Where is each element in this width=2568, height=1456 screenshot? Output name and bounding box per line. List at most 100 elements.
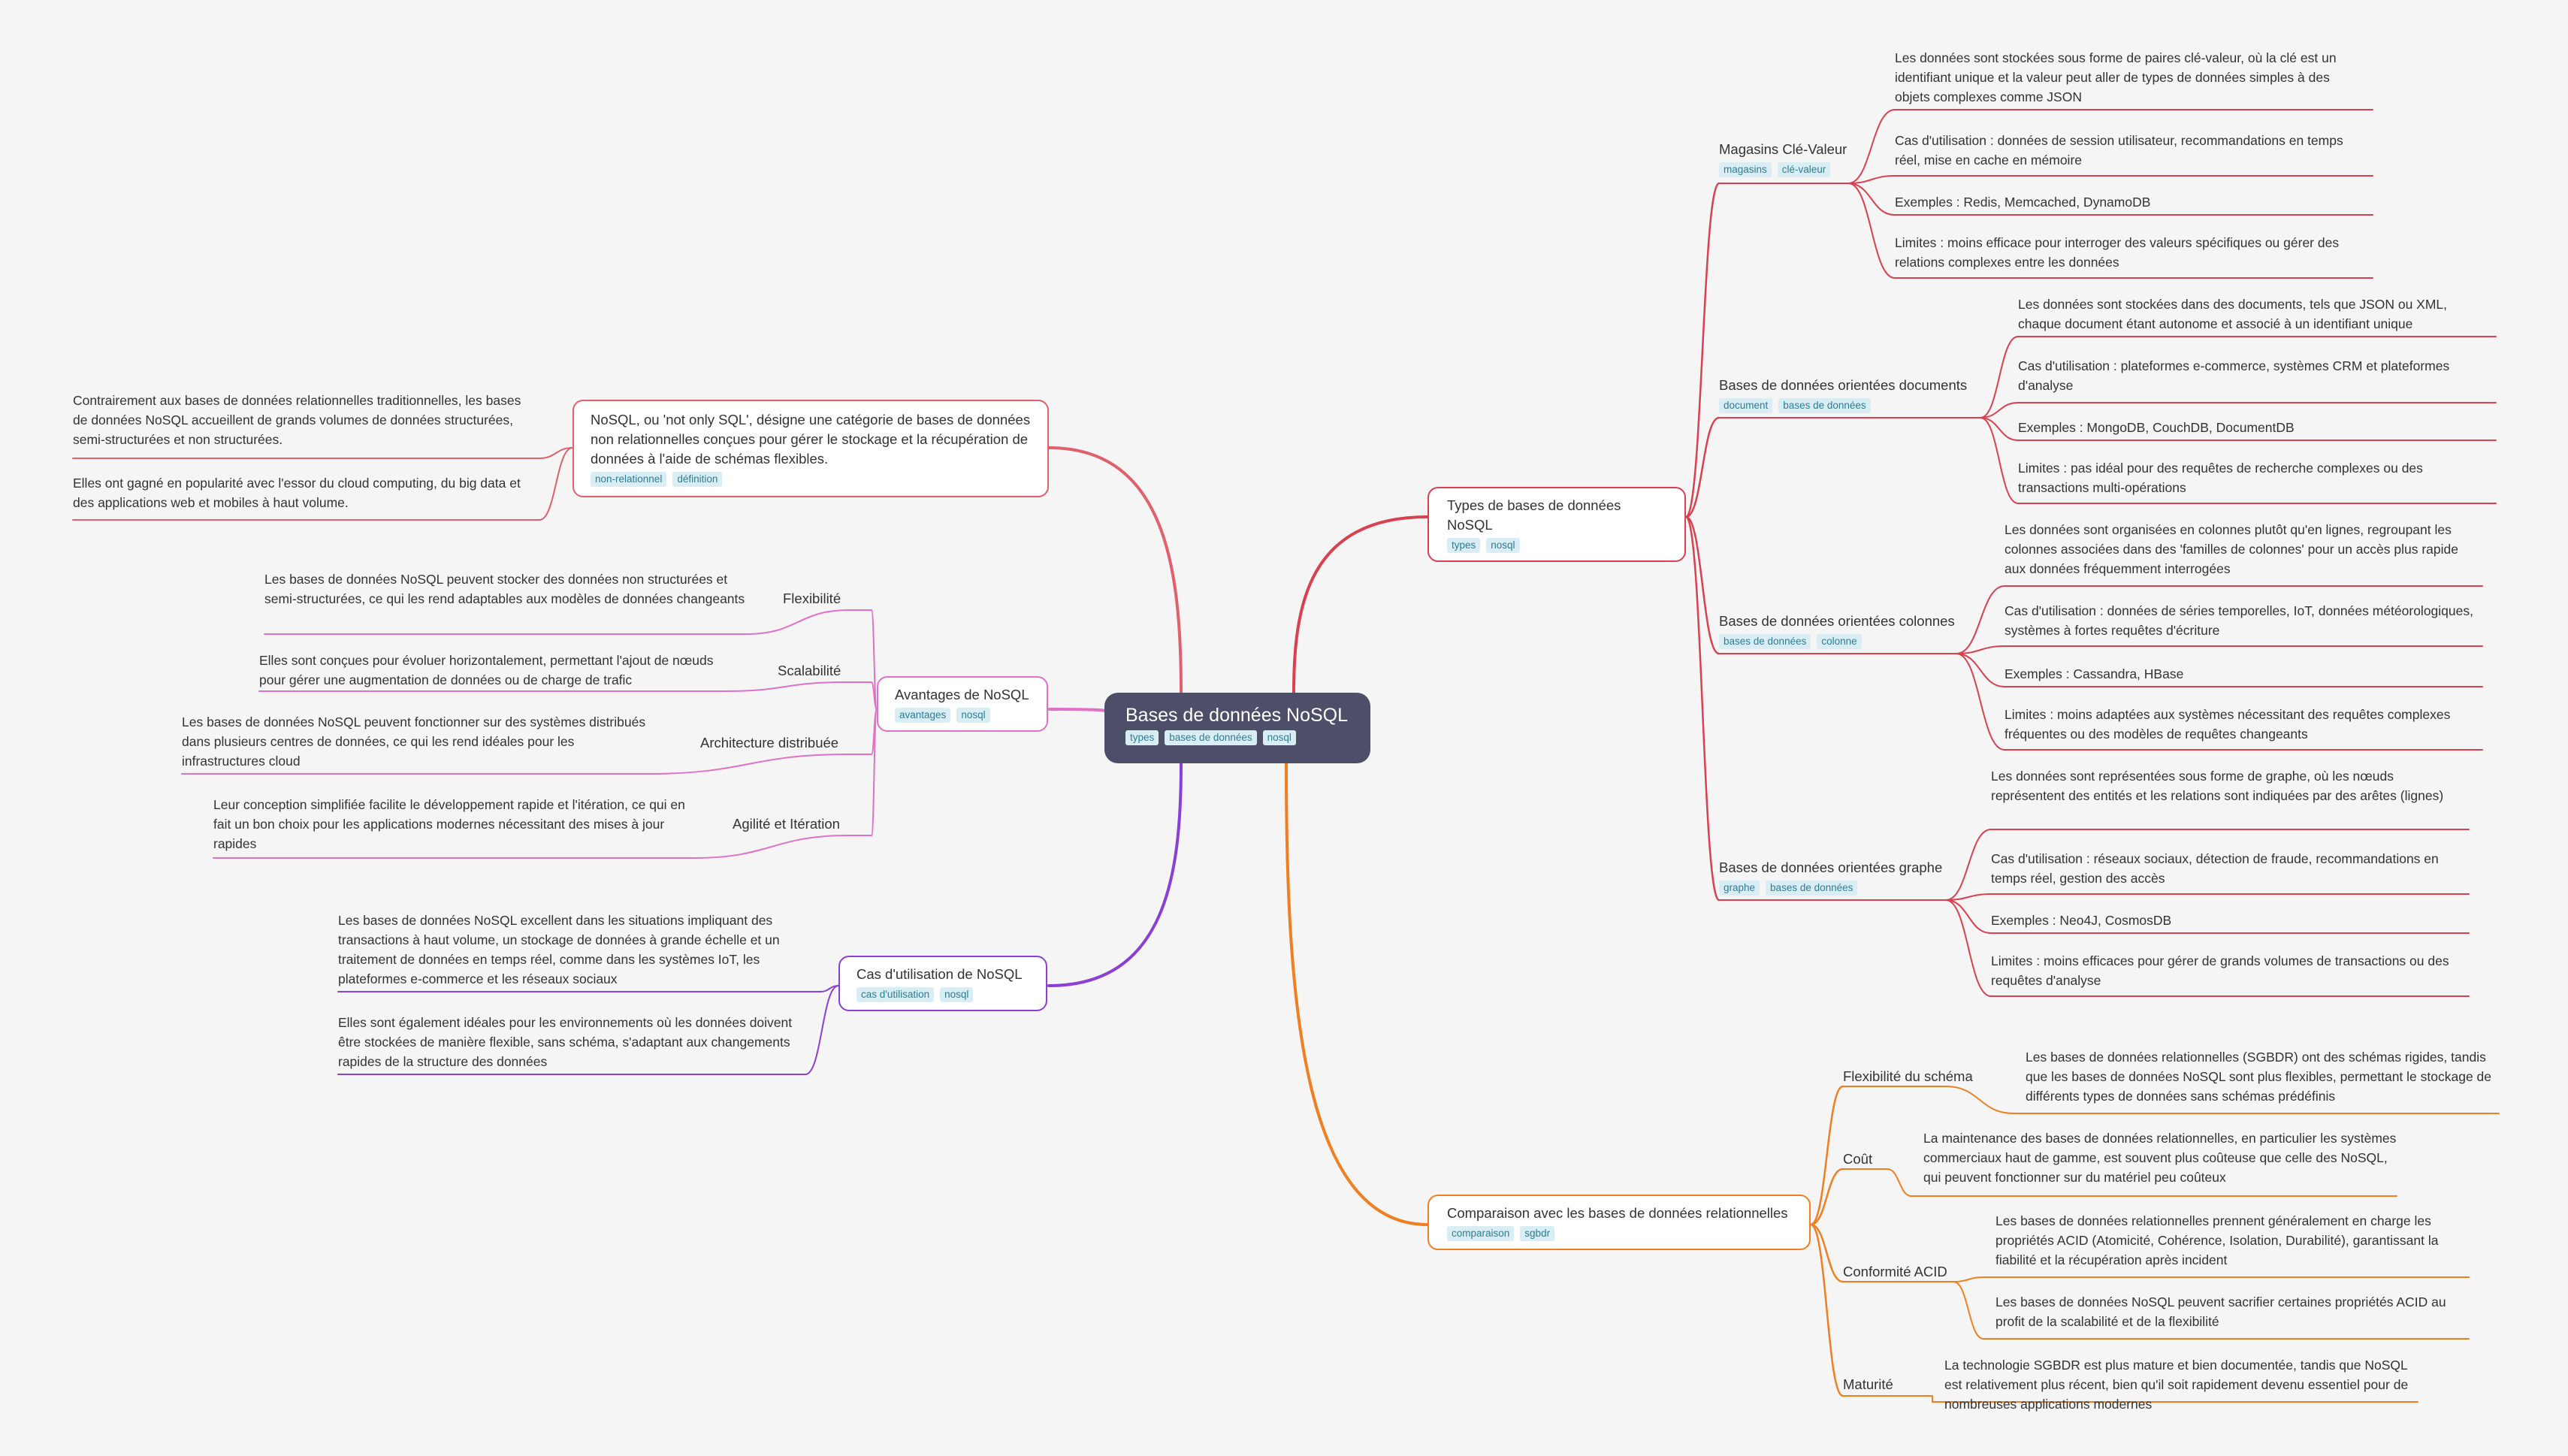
types-topic[interactable]: Types de bases de données NoSQL types no… xyxy=(1428,487,1686,562)
group-title: Bases de données orientées graphe xyxy=(1719,859,1943,875)
comp-leaf-2-1-link xyxy=(1953,1281,1984,1340)
avantage-label-architecture[interactable]: Architecture distribuée xyxy=(700,735,839,751)
doc-leaf-2[interactable]: Cas d'utilisation : plateformes e-commer… xyxy=(2018,358,2450,393)
comp-label-maturite[interactable]: Maturité xyxy=(1843,1376,1893,1392)
root-tags: types bases de données nosql xyxy=(1125,730,1349,745)
intro-topic[interactable]: NoSQL, ou 'not only SQL', désigne une ca… xyxy=(573,400,1049,497)
cas-topic[interactable]: Cas d'utilisation de NoSQL cas d'utilisa… xyxy=(838,956,1047,1011)
comparaison-title: Comparaison avec les bases de données re… xyxy=(1447,1205,1788,1221)
group-label-colonnes[interactable]: Bases de données orientées colonnes base… xyxy=(1719,612,1955,649)
comp-leaf-cout[interactable]: La maintenance des bases de données rela… xyxy=(1923,1131,2397,1185)
tag: avantages xyxy=(895,708,951,723)
intro-tags: non-relationnel définition xyxy=(591,472,1031,487)
graph-leaf-1[interactable]: Les données sont représentées sous forme… xyxy=(1991,769,2444,803)
comp-leaf-maturite[interactable]: La technologie SGBDR est plus mature et … xyxy=(1944,1358,2409,1412)
types-leaf-1-3-link xyxy=(1980,417,2019,504)
avantage-3-link xyxy=(871,708,878,836)
col-leaf-1[interactable]: Les données sont organisées en colonnes … xyxy=(2005,522,2458,576)
tag: colonne xyxy=(1817,634,1862,649)
col-leaf-3[interactable]: Exemples : Cassandra, HBase xyxy=(2005,666,2184,681)
tag: graphe xyxy=(1719,881,1760,896)
avantage-leaf-flexibilite[interactable]: Les bases de données NoSQL peuvent stock… xyxy=(264,572,745,606)
types-title: Types de bases de données NoSQL xyxy=(1447,497,1621,533)
tag: types xyxy=(1125,730,1159,745)
tag: nosql xyxy=(1262,730,1296,745)
tag: types xyxy=(1447,538,1481,553)
kv-leaf-2[interactable]: Cas d'utilisation : données de session u… xyxy=(1895,133,2343,168)
avantage-label-flexibilite[interactable]: Flexibilité xyxy=(783,591,841,606)
graph-leaf-3[interactable]: Exemples : Neo4J, CosmosDB xyxy=(1991,913,2172,928)
comp-leaf-acid-2[interactable]: Les bases de données NoSQL peuvent sacri… xyxy=(1995,1294,2446,1329)
col-leaf-2[interactable]: Cas d'utilisation : données de séries te… xyxy=(2005,603,2473,638)
graph-leaf-4[interactable]: Limites : moins efficaces pour gérer de … xyxy=(1991,953,2449,988)
types-tags: types nosql xyxy=(1447,538,1666,553)
types-leaf-2-0-link xyxy=(1956,585,2005,654)
comp-group-1-link xyxy=(1809,1168,1844,1226)
comp-label-schema[interactable]: Flexibilité du schéma xyxy=(1843,1068,1973,1084)
tag: bases de données xyxy=(1778,398,1871,413)
comp-label-acid[interactable]: Conformité ACID xyxy=(1843,1264,1947,1279)
comp-leaf-acid-1[interactable]: Les bases de données relationnelles pren… xyxy=(1995,1213,2439,1267)
doc-leaf-3[interactable]: Exemples : MongoDB, CouchDB, DocumentDB xyxy=(2018,420,2295,435)
root-topic[interactable]: Bases de données NoSQL types bases de do… xyxy=(1104,693,1370,763)
kv-leaf-1[interactable]: Les données sont stockées sous forme de … xyxy=(1895,50,2337,104)
types-leaf-3-1-link xyxy=(1945,893,1992,901)
intro-text: NoSQL, ou 'not only SQL', désigne une ca… xyxy=(591,412,1031,467)
branch-cas xyxy=(1047,762,1183,987)
col-leaf-4[interactable]: Limites : moins adaptées aux systèmes né… xyxy=(2005,707,2451,742)
intro-leaf-2-link xyxy=(539,447,573,521)
doc-leaf-1[interactable]: Les données sont stockées dans des docum… xyxy=(2018,297,2448,331)
doc-leaf-4[interactable]: Limites : pas idéal pour des requêtes de… xyxy=(2018,461,2423,495)
graph-leaf-2[interactable]: Cas d'utilisation : réseaux sociaux, dét… xyxy=(1991,851,2439,886)
tag: nosql xyxy=(1486,538,1520,553)
avantage-label-agilite[interactable]: Agilité et Itération xyxy=(733,816,840,832)
types-leaf-2-3-link xyxy=(1956,653,2005,751)
types-group-2-link xyxy=(1684,515,1721,655)
types-group-1-link xyxy=(1684,416,1721,518)
comp-leaf-schema[interactable]: Les bases de données relationnelles (SGB… xyxy=(2026,1050,2492,1104)
comparaison-topic[interactable]: Comparaison avec les bases de données re… xyxy=(1428,1195,1811,1250)
intro-leaf-2[interactable]: Elles ont gagné en popularité avec l'ess… xyxy=(73,476,521,510)
avantages-topic[interactable]: Avantages de NoSQL avantages nosql xyxy=(877,676,1048,732)
types-leaf-0-2-link xyxy=(1847,183,1896,216)
cas-leaf-2[interactable]: Elles sont également idéales pour les en… xyxy=(338,1015,793,1069)
branch-avantages xyxy=(1047,708,1106,712)
avantage-leaf-architecture[interactable]: Les bases de données NoSQL peuvent fonct… xyxy=(182,714,646,769)
avantage-leaf-scalabilite[interactable]: Elles sont conçues pour évoluer horizont… xyxy=(259,653,714,687)
avantage-1-link xyxy=(871,681,878,710)
branch-types xyxy=(1292,515,1429,694)
group-label-documents[interactable]: Bases de données orientées documents doc… xyxy=(1719,376,1967,413)
tag: bases de données xyxy=(1165,730,1257,745)
cas-leaf-2-link xyxy=(805,985,839,1075)
branch-intro xyxy=(1047,446,1183,694)
avantage-1-leaf-link xyxy=(725,681,845,692)
comp-label-cout[interactable]: Coût xyxy=(1843,1151,1873,1167)
types-leaf-2-1-link xyxy=(1956,645,2005,654)
branch-comparaison xyxy=(1285,762,1429,1226)
avantage-0-leaf-link xyxy=(746,609,850,635)
comp-group-2-link xyxy=(1809,1223,1844,1283)
tag: non-relationnel xyxy=(591,472,667,487)
group-title: Bases de données orientées documents xyxy=(1719,377,1968,393)
group-label-graphe[interactable]: Bases de données orientées graphe graphe… xyxy=(1719,858,1942,896)
avantage-leaf-agilite[interactable]: Leur conception simplifiée facilite le d… xyxy=(213,797,685,851)
intro-leaf-1[interactable]: Contrairement aux bases de données relat… xyxy=(73,393,521,447)
group-title: Bases de données orientées colonnes xyxy=(1719,613,1955,629)
comp-leaf-2-0-link xyxy=(1953,1276,1984,1282)
comp-leaf-0-0-link xyxy=(1945,1086,2014,1114)
kv-leaf-4[interactable]: Limites : moins efficace pour interroger… xyxy=(1895,235,2340,270)
types-group-0-link xyxy=(1684,182,1721,518)
tag: cas d'utilisation xyxy=(857,987,935,1002)
avantages-tags: avantages nosql xyxy=(895,708,1030,723)
comp-group-3-link xyxy=(1809,1223,1844,1397)
cas-title: Cas d'utilisation de NoSQL xyxy=(857,966,1023,982)
tag: sgbdr xyxy=(1520,1226,1555,1241)
intro-leaf-1-link xyxy=(539,447,573,459)
avantages-title: Avantages de NoSQL xyxy=(895,687,1029,702)
types-leaf-3-2-link xyxy=(1945,899,1992,934)
avantage-label-scalabilite[interactable]: Scalabilité xyxy=(778,663,841,678)
kv-leaf-3[interactable]: Exemples : Redis, Memcached, DynamoDB xyxy=(1895,195,2151,210)
cas-leaf-1[interactable]: Les bases de données NoSQL excellent dan… xyxy=(338,913,780,986)
